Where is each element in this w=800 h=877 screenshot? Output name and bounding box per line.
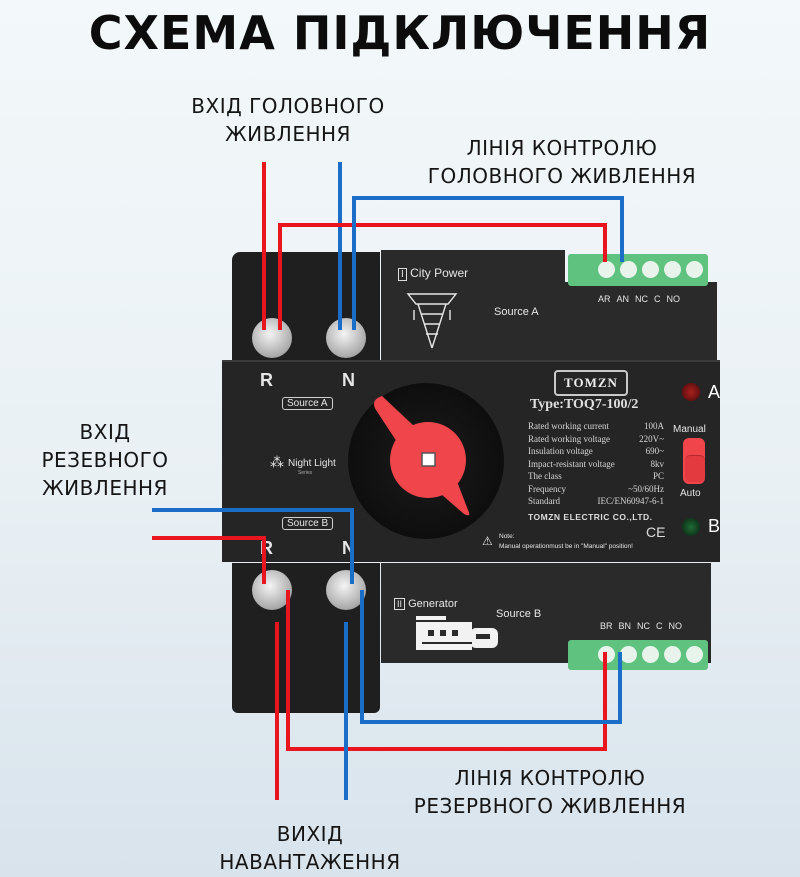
toggle-knob (685, 456, 705, 482)
source-a-pin-labels: AR AN NC C NO (598, 294, 681, 304)
terminal-label-r-top: R (260, 370, 273, 390)
warning-icon: ⚠ (482, 534, 493, 548)
pin-hole-icon (620, 646, 637, 663)
pin-hole-icon (664, 261, 681, 278)
pin-hole-icon (598, 261, 615, 278)
screw-top-n-icon (326, 318, 366, 358)
source-a-title: I City Power (398, 266, 468, 281)
label-backup-control: ЛІНІЯ КОНТРОЛЮ РЕЗЕРВНОГО ЖИВЛЕННЯ (413, 766, 687, 818)
label-backup-input: ВХІД РЕЗЕВНОГО ЖИВЛЕННЯ (41, 420, 169, 500)
note-text: Manual operationmust be in "Manual" posi… (499, 543, 633, 550)
mode-manual-label: Manual (673, 424, 706, 435)
night-light-icon: ⁂ (270, 455, 284, 471)
handle-center-icon (421, 452, 436, 467)
label-main-control: ЛІНІЯ КОНТРОЛЮ ГОЛОВНОГО ЖИВЛЕННЯ (427, 136, 697, 188)
night-light-series: Series (298, 470, 313, 476)
spec-row: Frequency~50/60Hz (528, 483, 664, 494)
indicator-b-led-icon (682, 518, 700, 536)
power-tower-icon (406, 293, 458, 349)
indicator-b-label: B (708, 516, 721, 536)
company-name: TOMZN ELECTRIC CO.,LTD. (528, 512, 653, 522)
source-b-title: II Generator (394, 598, 458, 610)
source-b-label: Source B (496, 608, 542, 620)
terminal-label-n-top: N (342, 370, 355, 390)
screw-bottom-n-icon (326, 570, 366, 610)
source-b-badge: Source B (282, 517, 334, 530)
terminal-block-source-a (568, 254, 708, 286)
diagram-title: СХЕМА ПІДКЛЮЧЕННЯ (88, 6, 712, 60)
source-a-badge: Source A (282, 397, 333, 410)
night-light-logo: ⁂ Night Light (270, 455, 336, 471)
device-type: Type:TOQ7-100/2 (530, 397, 639, 412)
pin-hole-icon (642, 646, 659, 663)
label-main-input: ВХІД ГОЛОВНОГО ЖИВЛЕННЯ (191, 94, 385, 146)
note-title: Note: (499, 533, 515, 540)
mode-auto-label: Auto (680, 488, 701, 499)
pin-hole-icon (686, 646, 703, 663)
generator-icon (416, 616, 498, 650)
mode-toggle[interactable] (683, 438, 705, 484)
brand-logo: TOMZN (554, 370, 628, 396)
pin-hole-icon (642, 261, 659, 278)
terminal-label-r-bottom: R (260, 538, 273, 558)
pin-hole-icon (620, 261, 637, 278)
terminal-block-source-b (568, 640, 708, 670)
label-load-output: ВИХІД НАВАНТАЖЕННЯ (219, 822, 401, 874)
indicator-a-label: A (708, 382, 721, 402)
indicator-a-led-icon (682, 383, 700, 401)
screw-bottom-r-icon (252, 570, 292, 610)
pin-hole-icon (598, 646, 615, 663)
pin-hole-icon (664, 646, 681, 663)
switch-handle[interactable] (358, 390, 488, 520)
terminal-label-n-bottom: N (342, 538, 355, 558)
source-a-label: Source A (494, 306, 539, 318)
source-b-pin-labels: BR BN NC C NO (600, 621, 683, 631)
screw-top-r-icon (252, 318, 292, 358)
pin-hole-icon (686, 261, 703, 278)
ce-mark-icon: CE (646, 524, 666, 540)
